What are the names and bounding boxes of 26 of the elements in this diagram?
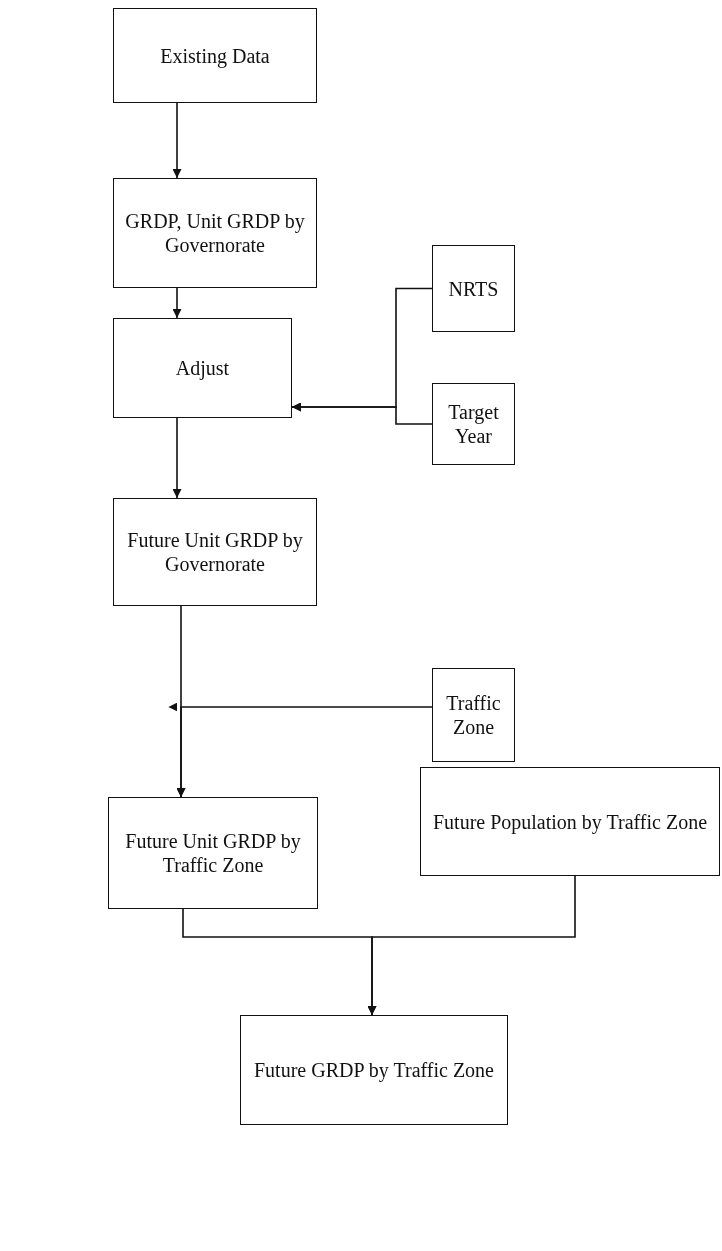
arrow bbox=[291, 402, 433, 425]
arrow bbox=[172, 102, 182, 179]
box-label: Future GRDP by Traffic Zone bbox=[254, 1058, 494, 1082]
box-label: GRDP, Unit GRDP by Governorate bbox=[124, 209, 306, 257]
arrow bbox=[172, 417, 182, 499]
process-box bbox=[113, 178, 317, 288]
process-box bbox=[432, 383, 515, 465]
box-label: Target Year bbox=[447, 400, 500, 448]
process-box bbox=[420, 767, 720, 876]
process-box bbox=[113, 8, 317, 103]
process-box bbox=[113, 318, 292, 418]
box-label: NRTS bbox=[448, 276, 499, 301]
process-box bbox=[432, 245, 515, 332]
arrow bbox=[168, 703, 433, 798]
box-label: Future Unit GRDP by Governorate bbox=[126, 528, 304, 576]
process-box bbox=[432, 668, 515, 762]
arrow bbox=[367, 875, 576, 1016]
process-box bbox=[240, 1015, 508, 1125]
box-label: Traffic Zone bbox=[445, 691, 502, 739]
process-box bbox=[113, 498, 317, 606]
box-label: Existing Data bbox=[160, 43, 270, 68]
process-box bbox=[108, 797, 318, 909]
box-label: Adjust bbox=[175, 356, 230, 380]
box-label: Future Unit GRDP by Traffic Zone bbox=[124, 829, 302, 877]
box-label: Future Population by Traffic Zone bbox=[432, 809, 708, 834]
arrow bbox=[172, 287, 182, 319]
